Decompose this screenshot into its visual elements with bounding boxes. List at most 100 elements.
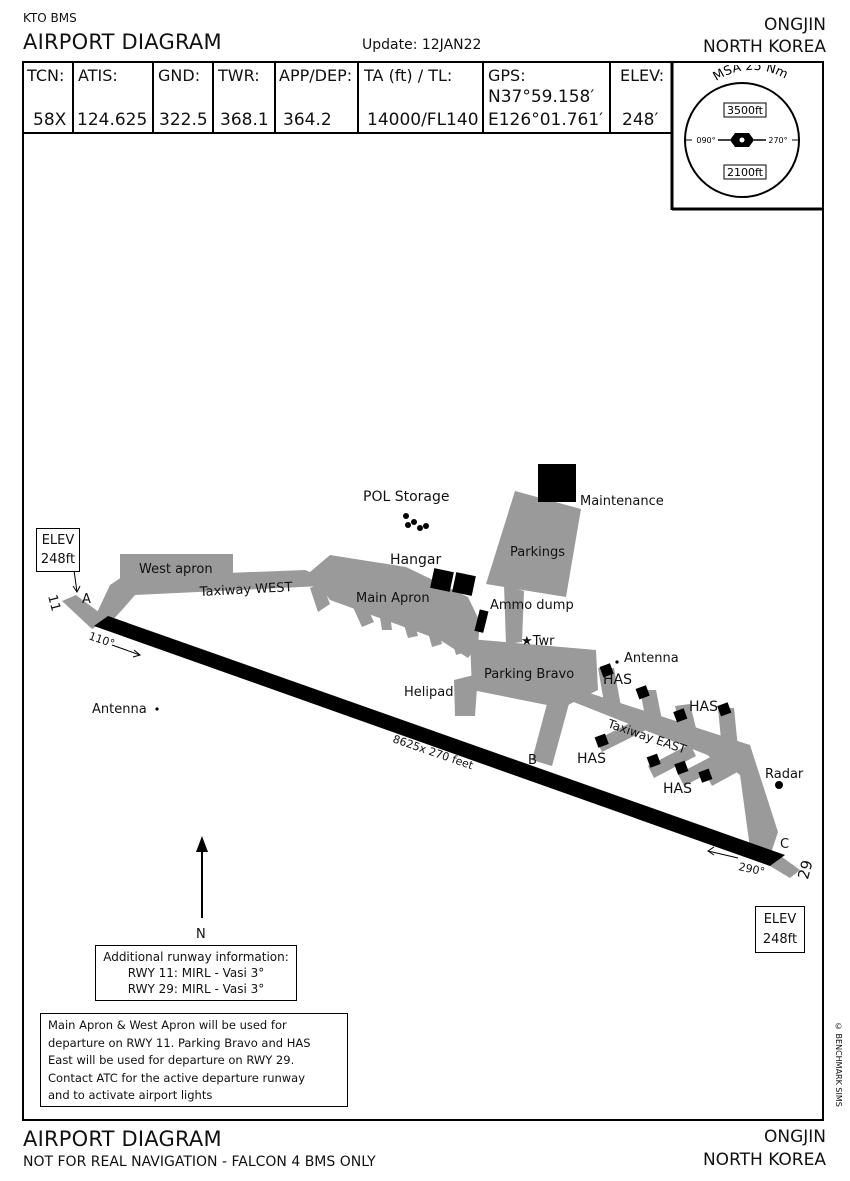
runway-info-box: Additional runway information: RWY 11: M… <box>95 945 297 1001</box>
copyright: © BENCHMARK SIMS <box>834 1022 843 1107</box>
elev-east-label: ELEV <box>763 912 797 927</box>
heading-110-label: 110° <box>87 630 116 651</box>
elev-west-label: ELEV <box>41 533 75 548</box>
has-label-1: HAS <box>603 672 632 688</box>
elev-west-value: 248ft <box>40 552 76 567</box>
msa-south-altitude: 2100ft <box>727 166 764 179</box>
parkings-link <box>504 585 524 644</box>
pol-tank-1 <box>403 513 409 519</box>
runway-29-number: 29 <box>794 858 816 881</box>
radar-dot <box>775 781 783 789</box>
has-label-2: HAS <box>689 699 718 715</box>
runway-11-number: 11 <box>44 593 63 613</box>
structures <box>155 464 783 789</box>
taxiway-b <box>532 700 570 766</box>
main-apron-label: Main Apron <box>356 591 430 606</box>
antenna-ne-label: Antenna <box>624 651 679 666</box>
taxiway-east <box>556 690 778 856</box>
elev-label: ELEV: <box>620 66 665 85</box>
elev-east-value: 248ft <box>762 932 798 947</box>
tower-label: ★Twr <box>521 634 555 649</box>
hangar-1 <box>430 568 454 592</box>
west-apron <box>120 554 233 584</box>
has-label-4: HAS <box>663 781 692 797</box>
footer-disclaimer: NOT FOR REAL NAVIGATION - FALCON 4 BMS O… <box>23 1154 376 1170</box>
ta-tl-value: 14000/FL140 <box>367 110 479 130</box>
ops-note-line-3: East will be used for departure on RWY 2… <box>48 1053 295 1067</box>
hangar-2 <box>452 572 476 596</box>
runway-info-29: RWY 29: MIRL - Vasi 3° <box>127 982 265 996</box>
ops-note-line-5: and to activate airport lights <box>48 1088 213 1102</box>
twr-label: TWR: <box>218 66 260 85</box>
ops-note-line-2: departure on RWY 11. Parking Bravo and H… <box>48 1035 311 1050</box>
ammo-dump-label: Ammo dump <box>490 598 574 613</box>
runway-11-29 <box>94 616 785 866</box>
helipad-label: Helipad <box>404 685 453 700</box>
pol-storage-label: POL Storage <box>363 489 450 505</box>
vortac-icon <box>718 133 766 147</box>
ta-tl-label: TA (ft) / TL: <box>364 66 453 85</box>
hangar-label: Hangar <box>390 552 441 568</box>
page-title: AIRPORT DIAGRAM <box>23 30 222 54</box>
radar-label: Radar <box>765 767 804 782</box>
parkings-label: Parkings <box>510 545 565 560</box>
gps-longitude: E126°01.761′ <box>488 110 604 130</box>
runway-11-overrun <box>62 595 108 629</box>
update-date: Update: 12JAN22 <box>362 37 482 53</box>
gnd-value: 322.5 <box>159 110 208 130</box>
parkings <box>486 491 581 597</box>
twr-value: 368.1 <box>220 110 269 130</box>
app-dep-value: 364.2 <box>283 110 332 130</box>
location-name: ONGJIN <box>763 15 826 35</box>
ammo-dump <box>474 609 489 633</box>
ops-note-line-1: Main Apron & West Apron will be used for <box>48 1018 287 1032</box>
west-apron-label: West apron <box>139 562 213 577</box>
gnd-label: GND: <box>158 66 201 85</box>
antenna-ne-dot <box>615 660 619 664</box>
runway-info-title: Additional runway information: <box>103 950 289 964</box>
location-country: NORTH KOREA <box>702 37 826 57</box>
source-label: KTO BMS <box>23 11 77 25</box>
helipad-stub <box>454 674 478 716</box>
north-label: N <box>196 927 206 942</box>
pavement <box>62 491 800 878</box>
atis-value: 124.625 <box>77 110 148 130</box>
ops-note-line-4: Contact ATC for the active departure run… <box>48 1070 306 1085</box>
msa-compass: MSA 25 Nm 3500ft 2100ft 090° 270° <box>684 65 800 198</box>
msa-right-bearing: 270° <box>768 136 787 145</box>
runway-29-overrun <box>770 857 800 878</box>
maintenance-building <box>538 464 576 502</box>
apron-spur-1 <box>310 583 330 612</box>
parking-bravo-label: Parking Bravo <box>484 667 574 682</box>
parking-bravo <box>470 639 598 708</box>
taxiway-c-label: C <box>780 837 789 852</box>
footer-location-name: ONGJIN <box>763 1127 826 1147</box>
gps-latitude: N37°59.158′ <box>488 87 595 107</box>
app-dep-label: APP/DEP: <box>279 66 353 85</box>
antenna-west-dot <box>155 707 159 711</box>
runway-info-11: RWY 11: MIRL - Vasi 3° <box>127 966 265 980</box>
msa-left-bearing: 090° <box>696 136 715 145</box>
footer-title: AIRPORT DIAGRAM <box>23 1127 222 1151</box>
taxiway-west-label: Taxiway WEST <box>198 580 292 600</box>
elev-box-east: ELEV 248ft <box>755 906 805 953</box>
gps-label: GPS: <box>488 66 526 85</box>
atis-label: ATIS: <box>78 66 118 85</box>
elev-box-west: ELEV 248ft <box>36 528 80 572</box>
diagram-frame <box>22 61 824 1121</box>
maintenance-label: Maintenance <box>580 494 664 509</box>
msa-north-altitude: 3500ft <box>727 104 764 117</box>
tcn-value: 58X <box>33 110 67 130</box>
north-arrow-icon <box>196 836 208 918</box>
elev-value: 248′ <box>622 110 659 130</box>
antenna-west-label: Antenna <box>92 702 147 717</box>
taxiway-b-label: B <box>528 753 537 768</box>
footer-location-country: NORTH KOREA <box>702 1150 826 1170</box>
has-label-3: HAS <box>577 751 606 767</box>
heading-290-label: 290° <box>737 860 766 878</box>
operations-note-box: Main Apron & West Apron will be used for… <box>40 1013 348 1107</box>
taxiway-a-label: A <box>82 592 91 607</box>
heading-arrows <box>72 569 739 859</box>
